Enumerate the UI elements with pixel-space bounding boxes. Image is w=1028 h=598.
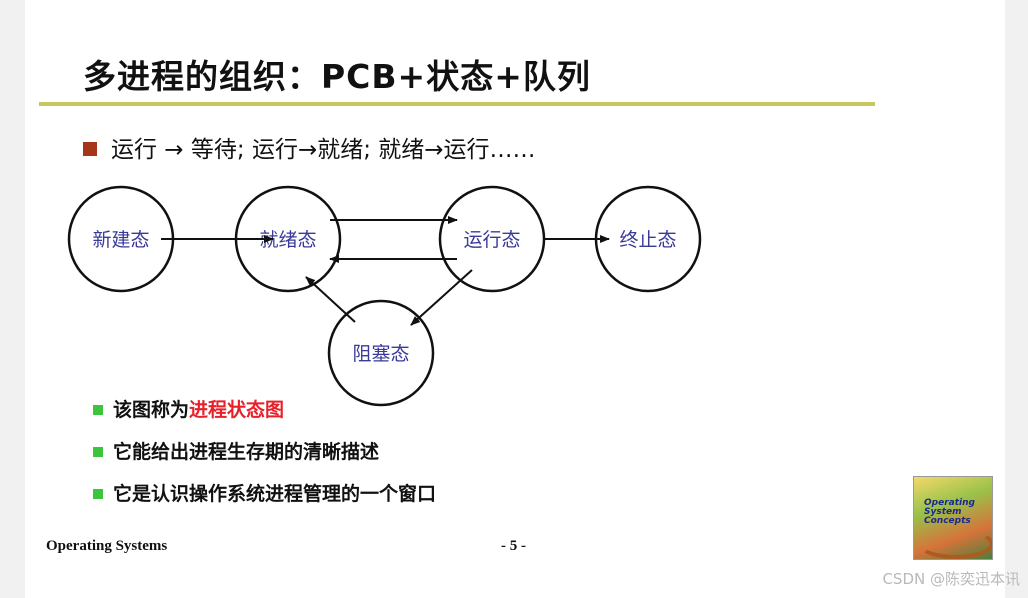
main-bullet-text: 运行 → 等待; 运行→就绪; 就绪→运行…… <box>111 137 536 163</box>
title-underline <box>39 102 875 106</box>
sub-bullet-1-text: 该图称为 <box>113 399 190 421</box>
node-blocked-label: 阻塞态 <box>352 343 409 365</box>
edge-blocked-to-ready <box>305 276 356 323</box>
sub-bullet-2-text: 它能给出进程生存期的清晰描述 <box>113 441 380 463</box>
node-terminated: 终止态 <box>594 185 702 293</box>
sub-bullet-3-text: 它是认识操作系统进程管理的一个窗口 <box>113 483 437 505</box>
footer-course: Operating Systems <box>46 538 168 554</box>
sub-bullet-1: 该图称为进程状态图 <box>93 395 284 422</box>
sub-bullet-1-highlight: 进程状态图 <box>189 399 285 421</box>
book-cover-title: Operating System Concepts <box>924 498 975 526</box>
node-ready-label: 就绪态 <box>259 229 316 251</box>
main-bullet: 运行 → 等待; 运行→就绪; 就绪→运行…… <box>83 130 536 164</box>
book-cover-image: Operating System Concepts <box>913 476 993 560</box>
bullet-square-icon <box>83 141 97 156</box>
slide: 多进程的组织：PCB+状态+队列 运行 → 等待; 运行→就绪; 就绪→运行……… <box>25 0 1005 598</box>
node-blocked: 阻塞态 <box>327 299 435 407</box>
snake-illustration-icon <box>918 529 992 559</box>
node-running-label: 运行态 <box>463 229 520 251</box>
bullet-square-icon <box>93 488 103 499</box>
node-new-label: 新建态 <box>92 229 149 251</box>
node-new: 新建态 <box>67 185 175 293</box>
footer-page-number: - 5 - <box>501 538 526 554</box>
edge-running-to-blocked <box>410 269 473 326</box>
process-state-diagram: 新建态 就绪态 运行态 终止态 阻塞态 <box>67 185 702 407</box>
sub-bullet-2: 它能给出进程生存期的清晰描述 <box>93 437 379 464</box>
bullet-square-icon <box>93 404 103 415</box>
sub-bullet-3: 它是认识操作系统进程管理的一个窗口 <box>93 479 436 506</box>
watermark: CSDN @陈奕迅本讯 <box>882 570 1020 588</box>
slide-title: 多进程的组织：PCB+状态+队列 <box>83 57 591 96</box>
node-running: 运行态 <box>438 185 546 293</box>
bullet-square-icon <box>93 446 103 457</box>
node-terminated-label: 终止态 <box>619 229 676 251</box>
